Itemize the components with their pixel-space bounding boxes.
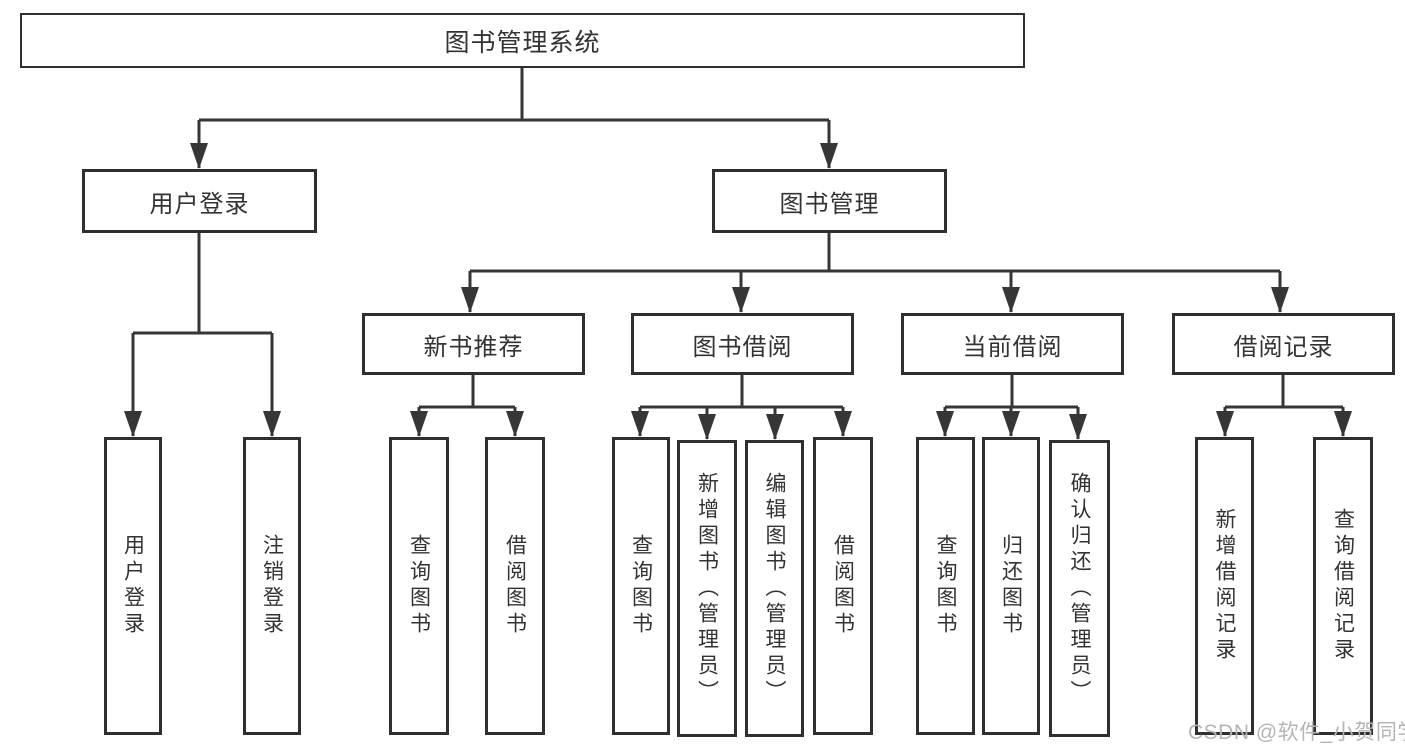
leaf-query-borrow-record: 查询借阅记录 — [1313, 437, 1373, 735]
leaf-edit-book-admin: 编辑图书（管理员） — [745, 440, 804, 737]
leaf-logout: 注销登录 — [243, 437, 301, 735]
leaf-add-book-admin: 新增图书（管理员） — [677, 440, 737, 737]
node-book-management: 图书管理 — [712, 169, 947, 233]
node-label: 用户登录 — [149, 190, 250, 218]
node-current-borrowing: 当前借阅 — [901, 313, 1124, 375]
node-label: 查询图书 — [629, 534, 653, 638]
leaf-borrow-book: 借阅图书 — [813, 437, 873, 735]
leaf-confirm-return-admin: 确认归还（管理员） — [1049, 440, 1110, 737]
leaf-user-login: 用户登录 — [104, 437, 162, 735]
node-label: 借阅图书 — [503, 534, 527, 638]
node-label: 图书管理系统 — [444, 28, 601, 57]
node-label: 确认归还（管理员） — [1068, 471, 1091, 706]
node-library-management-system: 图书管理系统 — [20, 13, 1025, 68]
node-label: 查询借阅记录 — [1331, 508, 1355, 664]
node-label: 用户登录 — [121, 534, 145, 638]
node-label: 借阅记录 — [1233, 333, 1334, 361]
node-label: 图书借阅 — [692, 333, 793, 361]
leaf-query-book-borrowing: 查询图书 — [612, 437, 670, 735]
node-label: 注销登录 — [260, 534, 284, 638]
leaf-add-borrow-record: 新增借阅记录 — [1195, 437, 1254, 735]
node-user-login: 用户登录 — [82, 169, 317, 233]
node-label: 图书管理 — [779, 190, 880, 218]
node-label: 当前借阅 — [962, 333, 1063, 361]
leaf-query-book-recommendation: 查询图书 — [389, 437, 449, 735]
leaf-borrow-book-recommendation: 借阅图书 — [485, 437, 545, 735]
node-new-book-recommendation: 新书推荐 — [362, 313, 585, 375]
leaf-query-book-current: 查询图书 — [916, 437, 975, 735]
node-label: 新增借阅记录 — [1213, 508, 1236, 664]
node-label: 查询图书 — [407, 534, 431, 638]
node-label: 归还图书 — [999, 534, 1023, 638]
node-label: 新增图书（管理员） — [695, 471, 719, 706]
node-label: 编辑图书（管理员） — [763, 471, 786, 706]
node-borrowing-records: 借阅记录 — [1172, 313, 1395, 375]
node-label: 查询图书 — [934, 534, 957, 638]
node-book-borrowing: 图书借阅 — [631, 313, 854, 375]
node-label: 借阅图书 — [831, 534, 855, 638]
leaf-return-book: 归还图书 — [982, 437, 1040, 735]
csdn-watermark: CSDN @软件_小贺同学 — [1188, 721, 1405, 744]
node-label: 新书推荐 — [423, 333, 524, 361]
